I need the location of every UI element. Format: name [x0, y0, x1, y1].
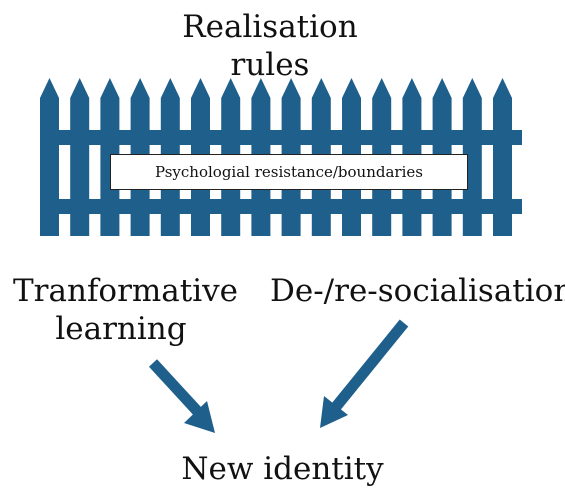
- fence-rail: [40, 130, 522, 145]
- left-arrow-icon: [148, 359, 215, 433]
- fence-picket-icon: [493, 78, 512, 236]
- title-line-2: rules: [230, 47, 310, 83]
- socialisation-label: De-/re-socialisation: [270, 273, 565, 309]
- right-arrow-icon: [320, 319, 409, 428]
- fence-picket-icon: [462, 78, 482, 236]
- fence-picket-icon: [40, 78, 59, 236]
- title-realisation-rules: Realisation rules: [0, 8, 540, 84]
- title-line-1: Realisation: [182, 9, 358, 45]
- fence-rail: [40, 199, 522, 214]
- fence-label-box: Psychologial resistance/boundaries: [110, 154, 468, 190]
- transformative-learning-label: Tranformative learning: [13, 272, 239, 348]
- fence-picket-icon: [100, 78, 120, 236]
- fence-picket-icon: [70, 78, 90, 236]
- left-label-line-1: Tranformative: [13, 273, 239, 309]
- new-identity-label: New identity: [181, 451, 384, 487]
- left-label-line-2: learning: [55, 311, 187, 347]
